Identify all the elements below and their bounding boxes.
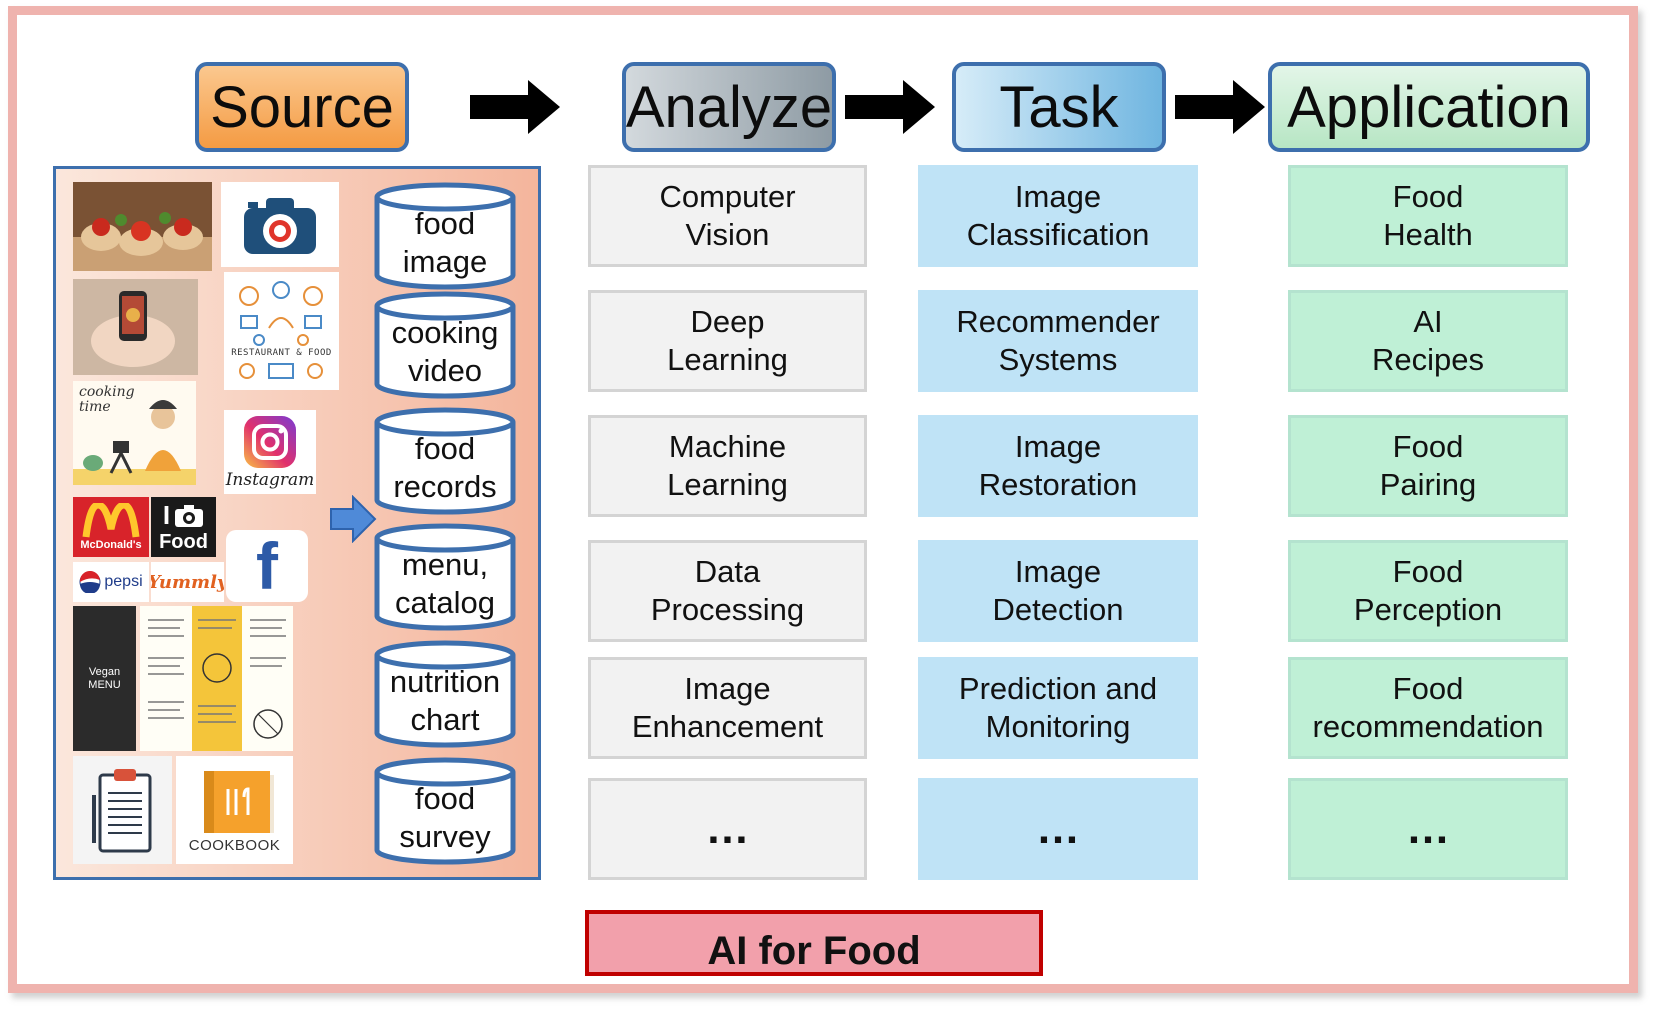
header-analyze-label: Analyze <box>625 74 833 140</box>
analyze-cell-label: … <box>705 804 750 853</box>
camera-icon <box>221 182 339 267</box>
ifood-logo: I Food <box>151 497 216 557</box>
analyze-cell: Machine Learning <box>588 415 867 517</box>
source-cylinder-label: food records <box>393 431 497 504</box>
analyze-cell: Data Processing <box>588 540 867 642</box>
task-cell: Image Restoration <box>918 415 1198 517</box>
header-source-label: Source <box>210 74 394 140</box>
restaurant-food-text: RESTAURANT & FOOD <box>231 348 332 358</box>
application-cell: Food Perception <box>1288 540 1568 642</box>
header-task: Task <box>952 62 1166 152</box>
source-cylinder: food records <box>374 407 516 515</box>
flow-arrow-icon <box>845 80 935 134</box>
facebook-logo: f <box>226 530 308 602</box>
analyze-cell: Deep Learning <box>588 290 867 392</box>
cookbook-tile: COOKBOOK <box>176 756 293 864</box>
task-cell-label: Image Restoration <box>978 429 1138 502</box>
pepsi-globe-icon <box>79 571 101 593</box>
task-cell-label: Recommender Systems <box>956 304 1160 377</box>
header-source: Source <box>195 62 409 152</box>
task-cell: Image Detection <box>918 540 1198 642</box>
application-cell: Food Health <box>1288 165 1568 267</box>
pepsi-text: pepsi <box>104 573 143 590</box>
yummly-logo: Yummly <box>151 562 224 602</box>
task-cell: Prediction and Monitoring <box>918 657 1198 759</box>
analyze-cell: Computer Vision <box>588 165 867 267</box>
task-cell-label: … <box>1036 804 1080 853</box>
analyze-cell: Image Enhancement <box>588 657 867 759</box>
mcdonalds-logo: McDonald's <box>73 497 149 557</box>
application-cell-label: AI Recipes <box>1372 304 1484 377</box>
analyze-cell-label: Image Enhancement <box>631 671 824 744</box>
restaurant-food-logo: RESTAURANT & FOOD <box>224 272 339 390</box>
header-application-label: Application <box>1287 74 1571 140</box>
mcdonalds-text: McDonald's <box>80 539 142 551</box>
cookbook-text: COOKBOOK <box>188 836 281 854</box>
ai-for-food-banner: AI for Food <box>585 910 1043 976</box>
menu-sheet-tile <box>140 606 293 751</box>
pepsi-logo: pepsi <box>73 562 149 602</box>
phone-photo-tile <box>73 279 198 375</box>
source-cylinder-label: nutrition chart <box>389 664 501 737</box>
header-application: Application <box>1268 62 1590 152</box>
application-cell: Food recommendation <box>1288 657 1568 759</box>
food-photo-tile <box>73 182 212 271</box>
analyze-cell-label: Machine Learning <box>667 429 788 502</box>
ai-for-food-label: AI for Food <box>707 929 921 973</box>
header-analyze: Analyze <box>622 62 836 152</box>
yummly-text: Yummly <box>151 571 224 593</box>
instagram-text: Instagram <box>225 470 315 490</box>
source-cylinder: food survey <box>374 757 516 865</box>
blue-arrow-icon <box>330 495 377 543</box>
application-cell: Food Pairing <box>1288 415 1568 517</box>
application-cell: … <box>1288 778 1568 880</box>
header-task-label: Task <box>999 74 1119 140</box>
ifood-food-text: Food <box>159 531 208 553</box>
source-cylinder: cooking video <box>374 291 516 399</box>
flow-arrow-icon <box>470 80 560 134</box>
task-cell: … <box>918 778 1198 880</box>
source-cylinder: food image <box>374 182 516 290</box>
application-cell-label: … <box>1406 804 1450 853</box>
task-cell-label: Prediction and Monitoring <box>958 671 1158 744</box>
analyze-cell: … <box>588 778 867 880</box>
source-cylinder-label: cooking video <box>391 315 499 388</box>
analyze-cell-label: Computer Vision <box>659 179 796 252</box>
source-cylinder: menu, catalog <box>374 523 516 631</box>
cooking-time-tile: cooking time <box>73 381 196 485</box>
flow-arrow-icon <box>1175 80 1265 134</box>
task-cell-label: Image Classification <box>966 179 1150 252</box>
task-cell: Image Classification <box>918 165 1198 267</box>
source-cylinder-label: food image <box>402 206 488 279</box>
source-cylinder: nutrition chart <box>374 640 516 748</box>
source-cylinder-label: food survey <box>399 781 491 854</box>
camera-icon <box>175 504 204 527</box>
application-cell-label: Food Pairing <box>1379 429 1477 502</box>
cookbook-icon <box>203 770 274 833</box>
ifood-i-text: I <box>162 500 171 530</box>
vegan-menu-text: Vegan MENU <box>88 665 121 691</box>
task-cell: Recommender Systems <box>918 290 1198 392</box>
analyze-cell-label: Deep Learning <box>667 304 788 377</box>
instagram-logo: Instagram <box>224 410 316 494</box>
task-cell-label: Image Detection <box>992 554 1124 627</box>
application-cell-label: Food Perception <box>1353 554 1503 627</box>
facebook-f-icon: f <box>256 530 278 602</box>
application-cell-label: Food recommendation <box>1312 671 1544 744</box>
source-cylinder-label: menu, catalog <box>395 547 495 620</box>
clipboard-icon <box>73 756 172 864</box>
application-cell-label: Food Health <box>1383 179 1473 252</box>
cooking-time-text: cooking time <box>79 384 135 415</box>
analyze-cell-label: Data Processing <box>650 554 805 627</box>
vegan-menu-tile: Vegan MENU <box>73 606 136 751</box>
application-cell: AI Recipes <box>1288 290 1568 392</box>
